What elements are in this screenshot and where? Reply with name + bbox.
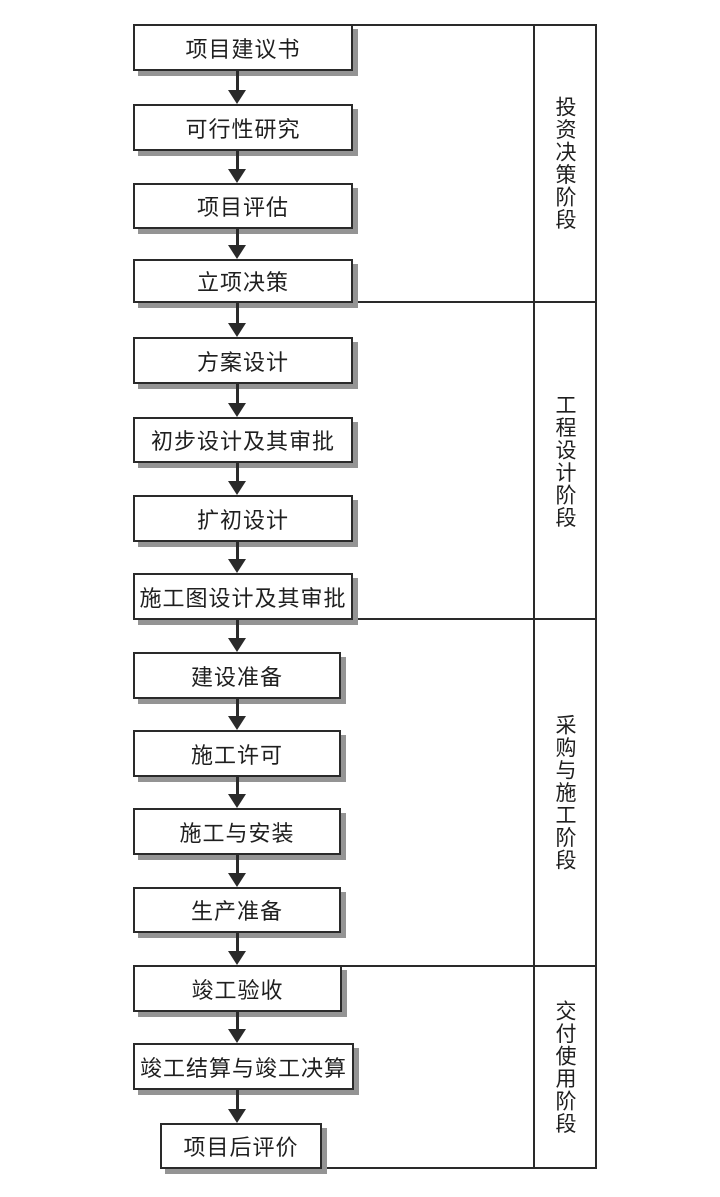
arrow-shaft <box>236 463 239 483</box>
flow-step-box: 可行性研究 <box>133 104 353 151</box>
arrow-shaft <box>236 1012 239 1031</box>
connector-line <box>353 301 597 303</box>
arrow-head-icon <box>228 951 246 965</box>
phase-label: 投资决策阶段 <box>553 96 577 231</box>
arrow-head-icon <box>228 1029 246 1043</box>
arrow-shaft <box>236 303 239 325</box>
flow-step-box: 立项决策 <box>133 259 353 303</box>
connector-line <box>353 618 597 620</box>
arrow-shaft <box>236 777 239 796</box>
arrow-shaft <box>236 699 239 718</box>
arrow-head-icon <box>228 90 246 104</box>
arrow-head-icon <box>228 1109 246 1123</box>
arrow-head-icon <box>228 169 246 183</box>
arrow-head-icon <box>228 481 246 495</box>
flow-step-box: 项目建议书 <box>133 24 353 71</box>
flow-step-box: 方案设计 <box>133 337 353 384</box>
arrow-head-icon <box>228 716 246 730</box>
connector-line <box>342 965 597 967</box>
arrow-shaft <box>236 229 239 247</box>
flow-step-box: 项目后评价 <box>160 1123 322 1169</box>
phase-label: 采购与施工阶段 <box>553 713 577 872</box>
arrow-head-icon <box>228 245 246 259</box>
flow-step-box: 竣工结算与竣工决算 <box>133 1043 354 1090</box>
flow-step-box: 项目评估 <box>133 183 353 229</box>
arrow-shaft <box>236 151 239 171</box>
flow-step-box: 生产准备 <box>133 887 341 933</box>
arrow-shaft <box>236 71 239 92</box>
flow-step-box: 施工图设计及其审批 <box>133 573 353 620</box>
arrow-head-icon <box>228 638 246 652</box>
phase-label: 工程设计阶段 <box>553 394 577 529</box>
arrow-shaft <box>236 855 239 875</box>
flow-step-box: 建设准备 <box>133 652 341 699</box>
flow-step-box: 施工与安装 <box>133 808 341 855</box>
phase-label: 交付使用阶段 <box>553 999 577 1135</box>
arrow-head-icon <box>228 794 246 808</box>
connector-line <box>353 24 597 26</box>
flow-step-box: 初步设计及其审批 <box>133 417 353 463</box>
arrow-head-icon <box>228 559 246 573</box>
arrow-shaft <box>236 620 239 640</box>
flow-step-box: 竣工验收 <box>133 965 342 1012</box>
flow-step-box: 施工许可 <box>133 730 341 777</box>
arrow-shaft <box>236 1090 239 1111</box>
phase-column-border <box>533 24 597 1169</box>
arrow-shaft <box>236 542 239 561</box>
arrow-head-icon <box>228 323 246 337</box>
arrow-shaft <box>236 933 239 953</box>
arrow-head-icon <box>228 873 246 887</box>
flow-step-box: 扩初设计 <box>133 495 353 542</box>
arrow-head-icon <box>228 403 246 417</box>
arrow-shaft <box>236 384 239 405</box>
connector-line <box>322 1167 597 1169</box>
